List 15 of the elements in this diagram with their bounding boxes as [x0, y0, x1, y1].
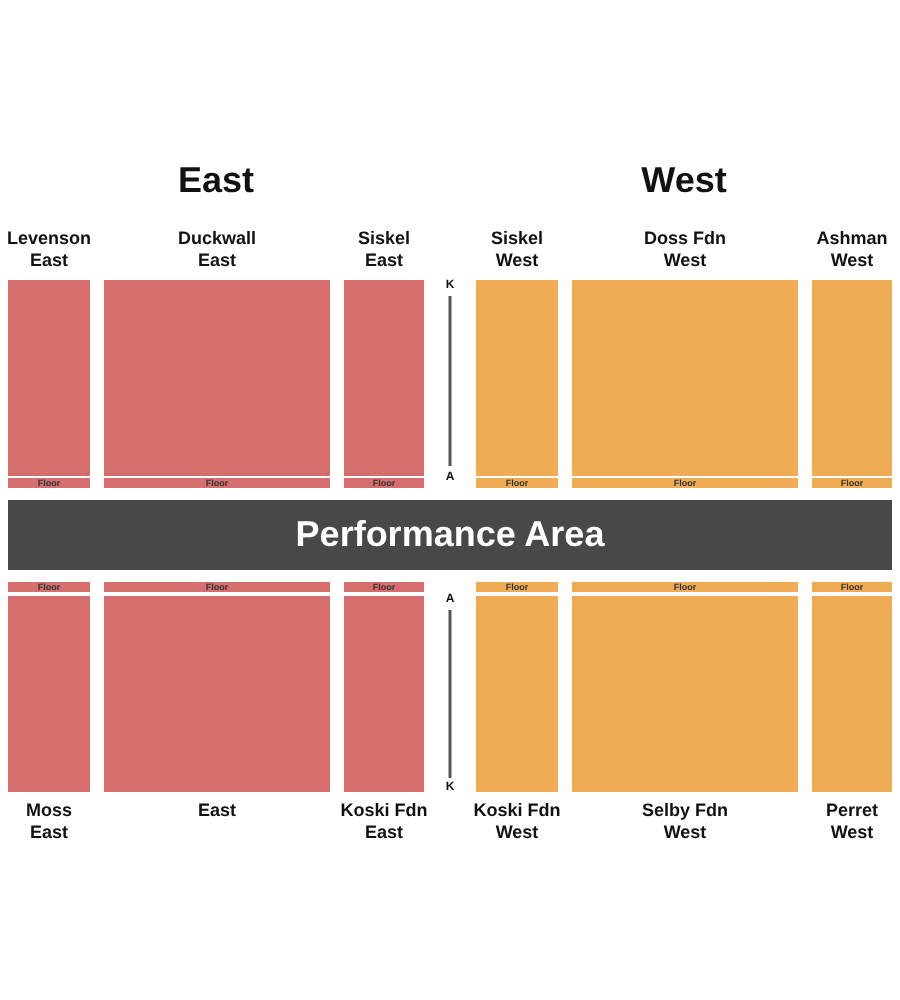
- stage-area: Performance Area: [8, 500, 892, 570]
- section-label: Selby Fdn West: [641, 800, 729, 844]
- wing-heading: West: [641, 160, 727, 200]
- wing-heading: East: [177, 160, 255, 200]
- section-label: Koski Fdn West: [473, 800, 561, 844]
- section-label: Siskel East: [355, 228, 413, 272]
- section-label: Koski Fdn East: [340, 800, 428, 844]
- section-label: Duckwall East: [175, 228, 258, 272]
- section-label: Moss East: [23, 800, 74, 844]
- section-label: Perret West: [823, 800, 880, 844]
- section-label: East: [195, 800, 238, 822]
- section-label: Ashman West: [814, 228, 890, 272]
- section-label: Siskel West: [488, 228, 546, 272]
- section-label: Levenson East: [5, 228, 93, 272]
- section-label: Doss Fdn West: [641, 228, 728, 272]
